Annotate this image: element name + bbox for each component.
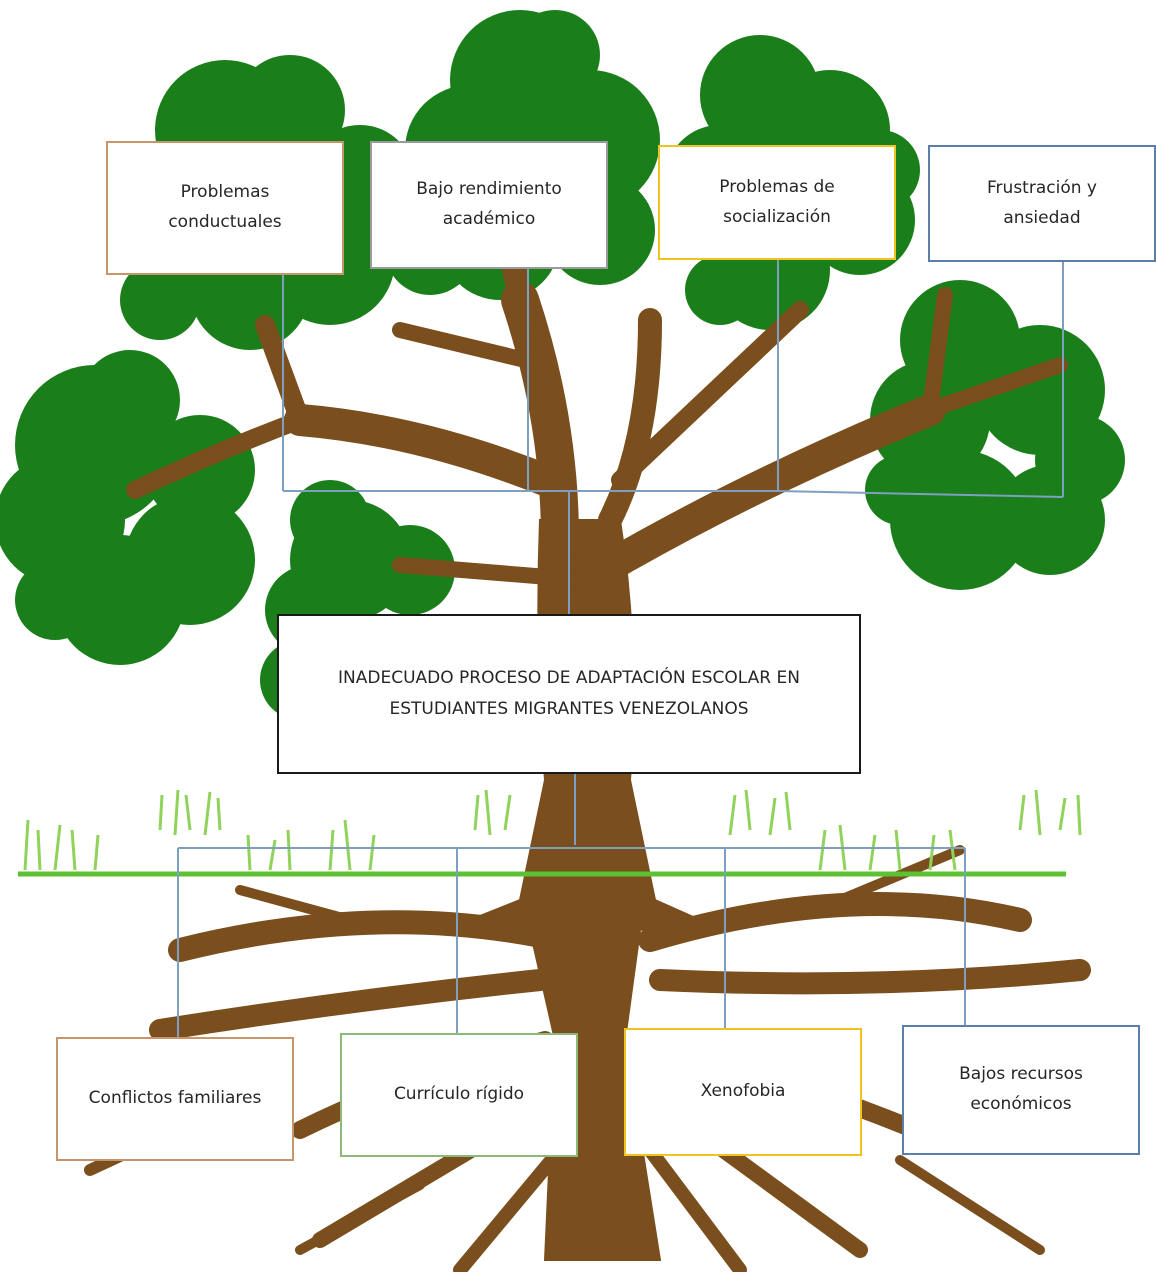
foliage-cluster-right [865,280,1125,590]
cause-box-4: Bajos recursos económicos [902,1025,1140,1155]
central-problem-label: INADECUADO PROCESO DE ADAPTACIÓN ESCOLAR… [338,668,800,719]
effect-label-4: Frustración y ansiedad [987,177,1097,228]
cause-box-3: Xenofobia [624,1028,862,1156]
connector-effects-bar [283,490,1064,498]
effect-box-1: Problemas conductuales [106,141,344,275]
central-problem-box: INADECUADO PROCESO DE ADAPTACIÓN ESCOLAR… [277,614,861,774]
cause-label-1: Conflictos familiares [88,1088,262,1109]
cause-label-4: Bajos recursos económicos [959,1064,1083,1114]
effect-label-3: Problemas de socialización [719,176,835,227]
cause-box-1: Conflictos familiares [56,1037,294,1161]
cause-label-3: Xenofobia [700,1081,786,1102]
effect-label-1: Problemas conductuales [168,182,282,232]
cause-box-2: Currículo rígido [340,1033,578,1157]
connectors [177,260,1064,1037]
effect-box-4: Frustración y ansiedad [928,145,1156,262]
effect-label-2: Bajo rendimiento académico [416,179,562,229]
foliage-cluster-left [0,350,255,665]
cause-label-2: Currículo rígido [393,1084,525,1105]
effect-box-2: Bajo rendimiento académico [370,141,608,269]
effect-box-3: Problemas de socialización [658,145,896,260]
